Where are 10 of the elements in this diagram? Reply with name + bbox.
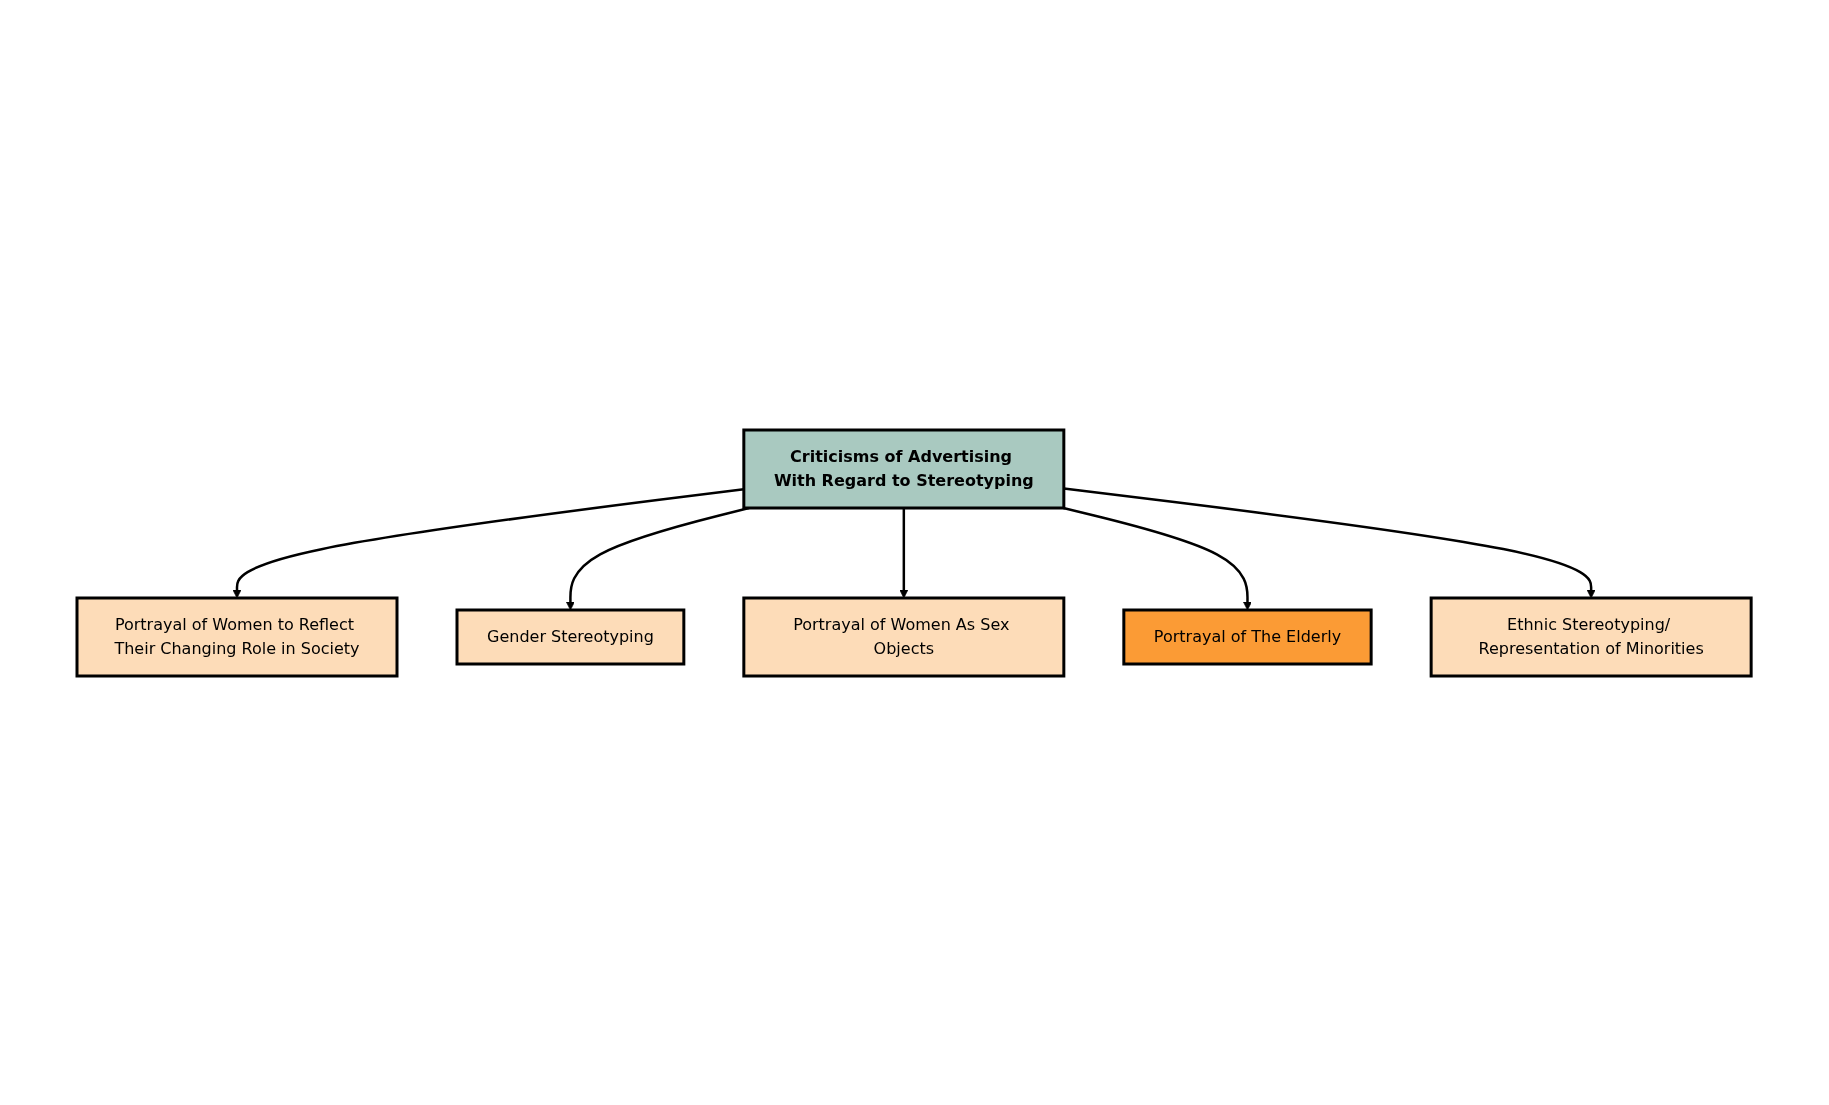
arrow (899, 507, 909, 598)
node-box: Portrayal of Women to Reflect Their Changing Role in Society (75, 596, 399, 677)
node-box: Criticisms of Advertising With Regard to Stereotyping (742, 428, 1066, 509)
node-box: Portrayal of Women As Sex Objects (742, 596, 1066, 677)
node-box: Ethnic Stereotyping/ Representation of Minorities (1430, 596, 1754, 677)
arrow (1063, 506, 1253, 610)
arrow (1064, 486, 1596, 598)
node-box: Portrayal of The Elderly (1122, 608, 1374, 665)
node-box: Gender Stereotyping (455, 608, 686, 665)
arrow (233, 487, 745, 598)
